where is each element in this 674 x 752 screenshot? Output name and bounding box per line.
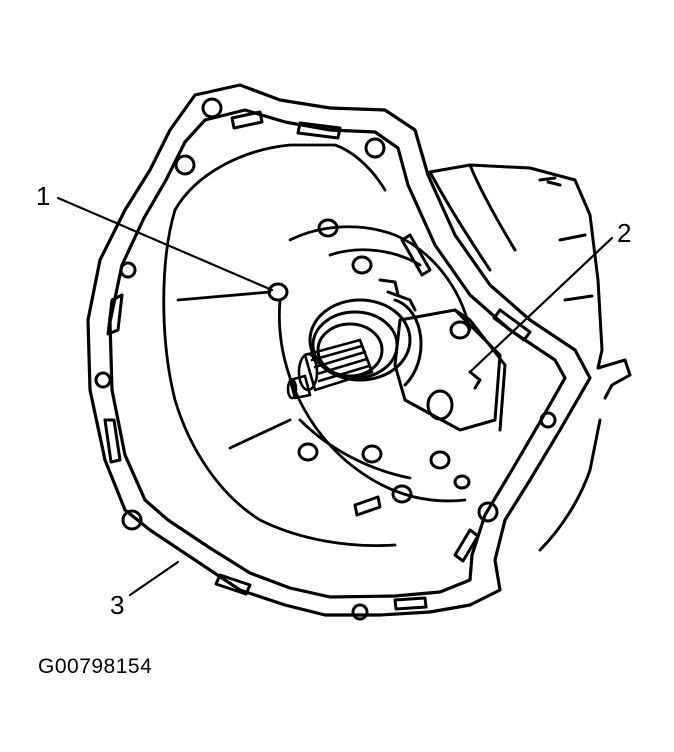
- bellhousing-flange: [86, 83, 592, 617]
- leader-line-2: [468, 236, 614, 374]
- callout-2: 2: [617, 218, 632, 248]
- callout-3: 3: [110, 590, 125, 620]
- flange-bolt-holes: [94, 97, 557, 621]
- bell-cavity: [162, 143, 397, 547]
- input-shaft: [286, 338, 374, 400]
- release-fork: [393, 308, 507, 432]
- leader-line-3: [128, 560, 180, 597]
- figure-id: G00798154: [38, 655, 153, 678]
- hub-ring: [277, 225, 472, 503]
- leader-lines: [56, 196, 614, 597]
- leader-line-1: [56, 196, 274, 292]
- callout-1: 1: [36, 181, 51, 211]
- hub-bolts: [267, 218, 471, 517]
- rear-case: [428, 163, 632, 552]
